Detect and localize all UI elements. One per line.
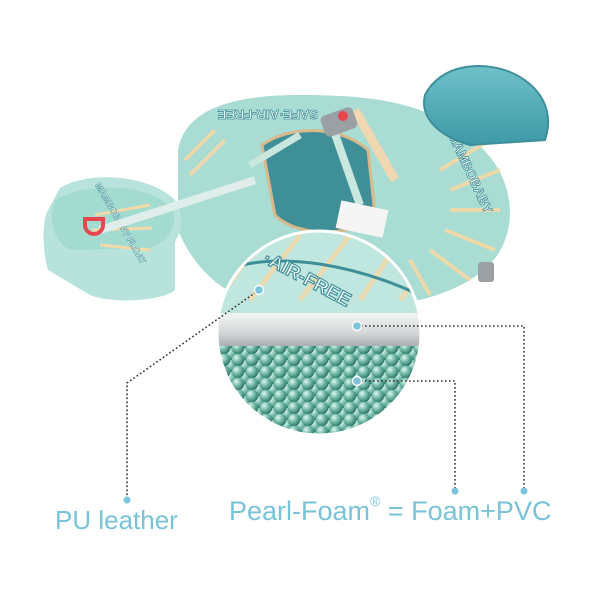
pearl-foam-name: Pearl-Foam (229, 496, 371, 526)
pearl-foam-composition: = Foam+PVC (380, 496, 552, 526)
leader-lines (126, 289, 525, 496)
side-clip (478, 262, 494, 282)
pearl-foam-label: Pearl-Foam® = Foam+PVC (229, 493, 552, 527)
buckle (320, 107, 358, 137)
pvc-dot-end (520, 487, 528, 495)
registered-mark: ® (370, 493, 381, 509)
ring-slogan: SAFE·AIR-FREE (217, 107, 318, 122)
pvc-dot-origin (351, 320, 363, 332)
pu-leather-label: PU leather (55, 505, 178, 535)
arm-float: MAMBOBABY FLOAT (43, 176, 257, 301)
pu-dot-end (123, 496, 131, 504)
pu-dot-origin (253, 284, 265, 296)
pearl-foam-layer (217, 346, 421, 435)
head-pad (423, 65, 550, 147)
pvc-layer (217, 313, 421, 346)
d-ring (83, 217, 105, 236)
foam-dot-end (451, 487, 459, 495)
foam-dot-origin (351, 375, 363, 387)
